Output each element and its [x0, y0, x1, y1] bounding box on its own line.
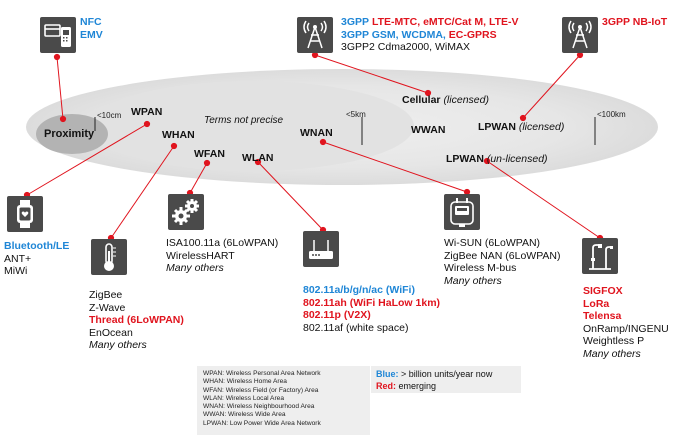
gears-icon	[168, 194, 204, 230]
legend-entry: WFAN: Wireless Field (or Factory) Area	[203, 386, 319, 394]
connector-lpwan	[486, 160, 601, 239]
wifi-group: 802.11a/b/g/n/ac (WiFi) 802.11ah (WiFi H…	[303, 284, 441, 334]
band-lpwan-licensed: LPWAN (licensed)	[478, 121, 565, 133]
nbiot-label: 3GPP NB-IoT	[602, 16, 668, 28]
band-lpwan-unlicensed: LPWAN (un-licensed)	[446, 153, 548, 165]
thermometer-icon	[91, 239, 127, 275]
band-proximity: Proximity	[44, 128, 95, 140]
band-wfan: WFAN	[194, 148, 225, 160]
range-ellipse-local	[90, 81, 414, 171]
band-wpan: WPAN	[131, 106, 163, 118]
connector-nbiot	[522, 54, 581, 119]
legend-entry: WNAN: Wireless Neighbourhood Area	[203, 403, 315, 411]
cellular-technologies: 3GPP LTE-MTC, eMTC/Cat M, LTE-V 3GPP GSM…	[341, 16, 519, 53]
connector-wnan	[322, 141, 468, 193]
connector-whan	[110, 145, 175, 239]
band-whan: WHAN	[162, 129, 195, 141]
field-area-group: ISA100.11a (6LoWPAN) WirelessHART Many o…	[166, 237, 279, 274]
bluetooth-group: Bluetooth/LE ANT+ MiWi	[4, 240, 70, 277]
legend-entry: WLAN: Wireless Local Area	[203, 394, 284, 402]
legend-entry: LPWAN: Low Power Wide Area Network	[203, 419, 321, 427]
connector-wfan	[189, 162, 208, 194]
neighbourhood-area-group: Wi-SUN (6LoWPAN) ZigBee NAN (6LoWPAN) Wi…	[444, 237, 561, 287]
meter-icon	[444, 194, 480, 230]
router-icon	[303, 231, 339, 267]
key-blue: Blue: > billion units/year now	[376, 369, 493, 379]
tick-label-5km: <5km	[346, 110, 366, 119]
connector-wpan	[26, 123, 148, 196]
lpwan-group: SIGFOX LoRa Telensa OnRamp/INGENU Weight…	[583, 285, 669, 360]
color-key: Blue: > billion units/year now Red: emer…	[371, 366, 521, 393]
acronym-legend: WPAN: Wireless Personal Area Network WHA…	[197, 366, 370, 435]
smartwatch-icon	[7, 196, 43, 232]
connector-wlan	[257, 161, 324, 231]
home-area-group: ZigBee Z-Wave Thread (6LoWPAN) EnOcean M…	[89, 289, 184, 351]
connector-nfc	[56, 56, 64, 120]
band-wnan: WNAN	[300, 127, 333, 139]
tick-label-10cm: <10cm	[97, 111, 122, 120]
nfc-card-icon	[40, 17, 76, 53]
key-red: Red: emerging	[376, 381, 437, 391]
band-wlan: WLAN	[242, 152, 274, 164]
range-ellipse-proximity	[36, 114, 108, 154]
terms-note: Terms not precise	[204, 115, 284, 126]
streetlight-icon	[582, 238, 618, 274]
cell-tower-icon	[297, 17, 333, 53]
legend-entry: WWAN: Wireless Wide Area	[203, 411, 286, 419]
legend-entry: WHAN: Wireless Home Area	[203, 378, 287, 386]
cell-tower-icon	[562, 17, 598, 53]
connector-cellular	[314, 54, 429, 94]
nfc-label: NFC EMV	[80, 16, 103, 41]
band-cellular: Cellular (licensed)	[402, 94, 489, 106]
band-wwan: WWAN	[411, 124, 446, 136]
tick-label-100km: <100km	[597, 110, 626, 119]
legend-entry: WPAN: Wireless Personal Area Network	[203, 370, 321, 377]
